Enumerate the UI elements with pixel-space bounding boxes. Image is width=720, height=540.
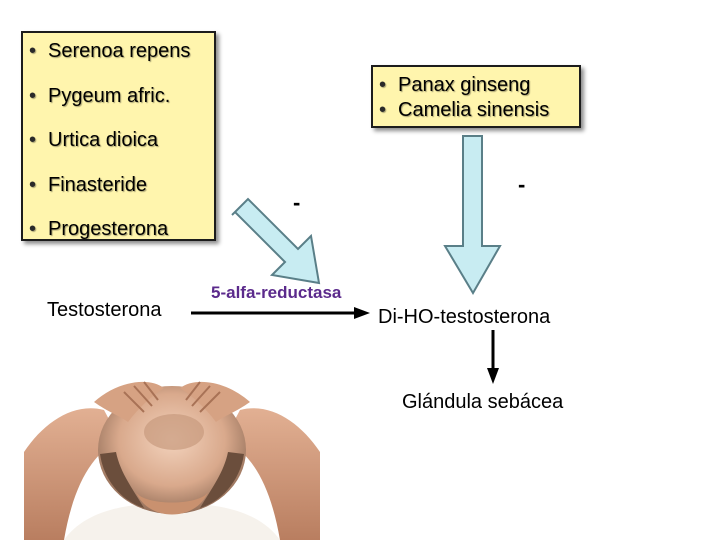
bullet-icon: • (29, 129, 37, 151)
bullet-icon: • (29, 173, 37, 196)
bullet-icon: • (379, 74, 387, 96)
enzyme-label: 5-alfa-reductasa (211, 283, 342, 302)
left-inhibitor-box: • Serenoa repens • Pygeum afric. • Urtica dio… (21, 31, 216, 241)
right-inhibitor-item: • Panax ginseng (379, 73, 579, 98)
bullet-icon: • (379, 99, 387, 121)
left-inhibitor-label: Serenoa repens (48, 40, 191, 62)
block-arrow-right (443, 135, 502, 295)
left-inhibitor-item: • Urtica dioica (29, 130, 214, 175)
product-label: Di-HO-testosterona (378, 306, 551, 328)
right-inhibitor-item: • Camelia sinensis (379, 98, 579, 123)
target-label: Glándula sebácea (402, 391, 564, 413)
right-inhibitor-list: • Panax ginseng • Camelia sinensis (379, 73, 579, 123)
right-inhibitor-label: Panax ginseng (398, 74, 531, 96)
bald-man-illustration (24, 362, 320, 540)
bullet-icon: • (29, 84, 37, 107)
reaction-arrow-head (354, 307, 370, 319)
left-inhibitor-label: Pygeum afric. (48, 84, 171, 107)
left-inhibitor-list: • Serenoa repens • Pygeum afric. • Urtica dio… (29, 41, 214, 264)
left-inhibitor-item: • Pygeum afric. (29, 86, 214, 131)
bullet-icon: • (29, 218, 37, 240)
block-arrow-left (231, 197, 321, 285)
bald-man-photo (24, 362, 320, 540)
left-inhibitor-item: • Progesterona (29, 219, 214, 264)
bullet-icon: • (29, 40, 37, 62)
substrate-label: Testosterona (47, 299, 162, 321)
inhibition-sign-right: - (518, 172, 526, 197)
right-inhibitor-label: Camelia sinensis (398, 99, 550, 121)
left-inhibitor-label: Finasteride (48, 173, 147, 196)
right-inhibitor-box: • Panax ginseng • Camelia sinensis (371, 65, 581, 128)
left-inhibitor-item: • Finasteride (29, 175, 214, 220)
left-inhibitor-label: Urtica dioica (48, 129, 159, 151)
left-inhibitor-item: • Serenoa repens (29, 41, 214, 86)
gland-arrow-head (487, 368, 499, 384)
inhibition-sign-left: - (293, 190, 301, 215)
left-inhibitor-label: Progesterona (48, 218, 169, 240)
